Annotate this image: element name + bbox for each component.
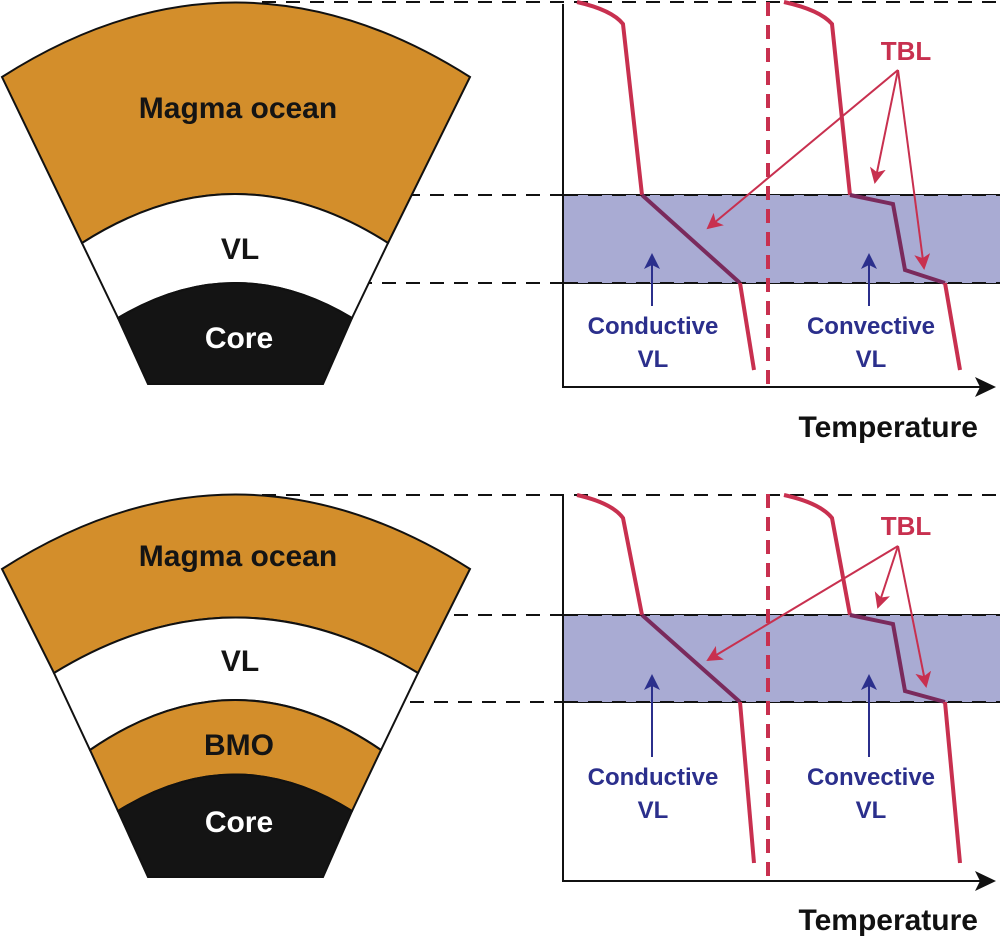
tbl-arrow-convective-bottom — [897, 545, 932, 688]
label-magma-ocean: Magma ocean — [139, 92, 337, 125]
profile-convective-in-vl — [849, 613, 946, 704]
planet-wedge: Magma ocean VL Core — [0, 1, 472, 385]
convective-label-line2: VL — [856, 346, 887, 373]
tbl-arrow-convective-bottom — [897, 69, 931, 270]
convective-label-line1: Convective — [807, 764, 935, 791]
vl-band — [564, 195, 1000, 283]
x-axis-arrowhead — [975, 871, 996, 891]
profile-convective-in-vl — [849, 193, 946, 285]
x-axis-label: Temperature — [798, 411, 978, 444]
profile-conductive-lower — [738, 282, 756, 371]
label-vl: VL — [221, 233, 259, 266]
wedge-layer-core — [116, 282, 354, 385]
top-panel: Magma ocean VL Core TBL — [0, 0, 1000, 444]
wedge-layer-core — [116, 773, 354, 878]
tbl-label: TBL — [881, 36, 932, 66]
label-magma-ocean: Magma ocean — [139, 540, 337, 573]
profile-conductive-upper — [576, 0, 644, 196]
profile-conductive-in-vl — [640, 193, 742, 285]
x-axis-arrowhead — [975, 377, 996, 397]
tbl-arrow-conductive — [706, 69, 899, 230]
tbl-arrows — [706, 545, 932, 688]
conductive-label-line1: Conductive — [588, 764, 719, 791]
convective-label-line2: VL — [856, 797, 887, 824]
label-core: Core — [205, 322, 273, 355]
label-core: Core — [205, 806, 273, 839]
profile-convective-upper — [783, 0, 852, 196]
profile-convective-lower — [943, 282, 962, 371]
conductive-label-line2: VL — [638, 346, 669, 373]
tbl-arrow-conductive — [706, 545, 899, 662]
tbl-arrow-convective-top — [869, 69, 899, 184]
tbl-arrow-convective-top — [874, 545, 899, 609]
conductive-label-line1: Conductive — [588, 313, 719, 340]
tbl-label: TBL — [881, 511, 932, 541]
label-bmo: BMO — [204, 729, 274, 762]
label-vl: VL — [221, 645, 259, 678]
vl-band — [564, 615, 1000, 702]
profile-convective-upper — [783, 493, 852, 616]
conductive-label-line2: VL — [638, 797, 669, 824]
x-axis-label: Temperature — [798, 904, 978, 937]
planet-wedge: Magma ocean VL BMO Core — [0, 493, 472, 878]
temperature-profile-plot: TBL Conductive VL Convective VL Temperat… — [562, 493, 1000, 937]
bottom-panel: Magma ocean VL BMO Core TBL — [0, 493, 1000, 937]
profile-conductive-lower — [738, 701, 756, 864]
convective-label-line1: Convective — [807, 313, 935, 340]
profile-conductive-upper — [576, 493, 644, 616]
temperature-profile-plot: TBL Conductive VL Convective VL Temperat… — [562, 0, 1000, 444]
profile-convective-lower — [943, 701, 962, 864]
profile-conductive-in-vl — [640, 613, 742, 704]
tbl-arrows — [706, 69, 931, 270]
